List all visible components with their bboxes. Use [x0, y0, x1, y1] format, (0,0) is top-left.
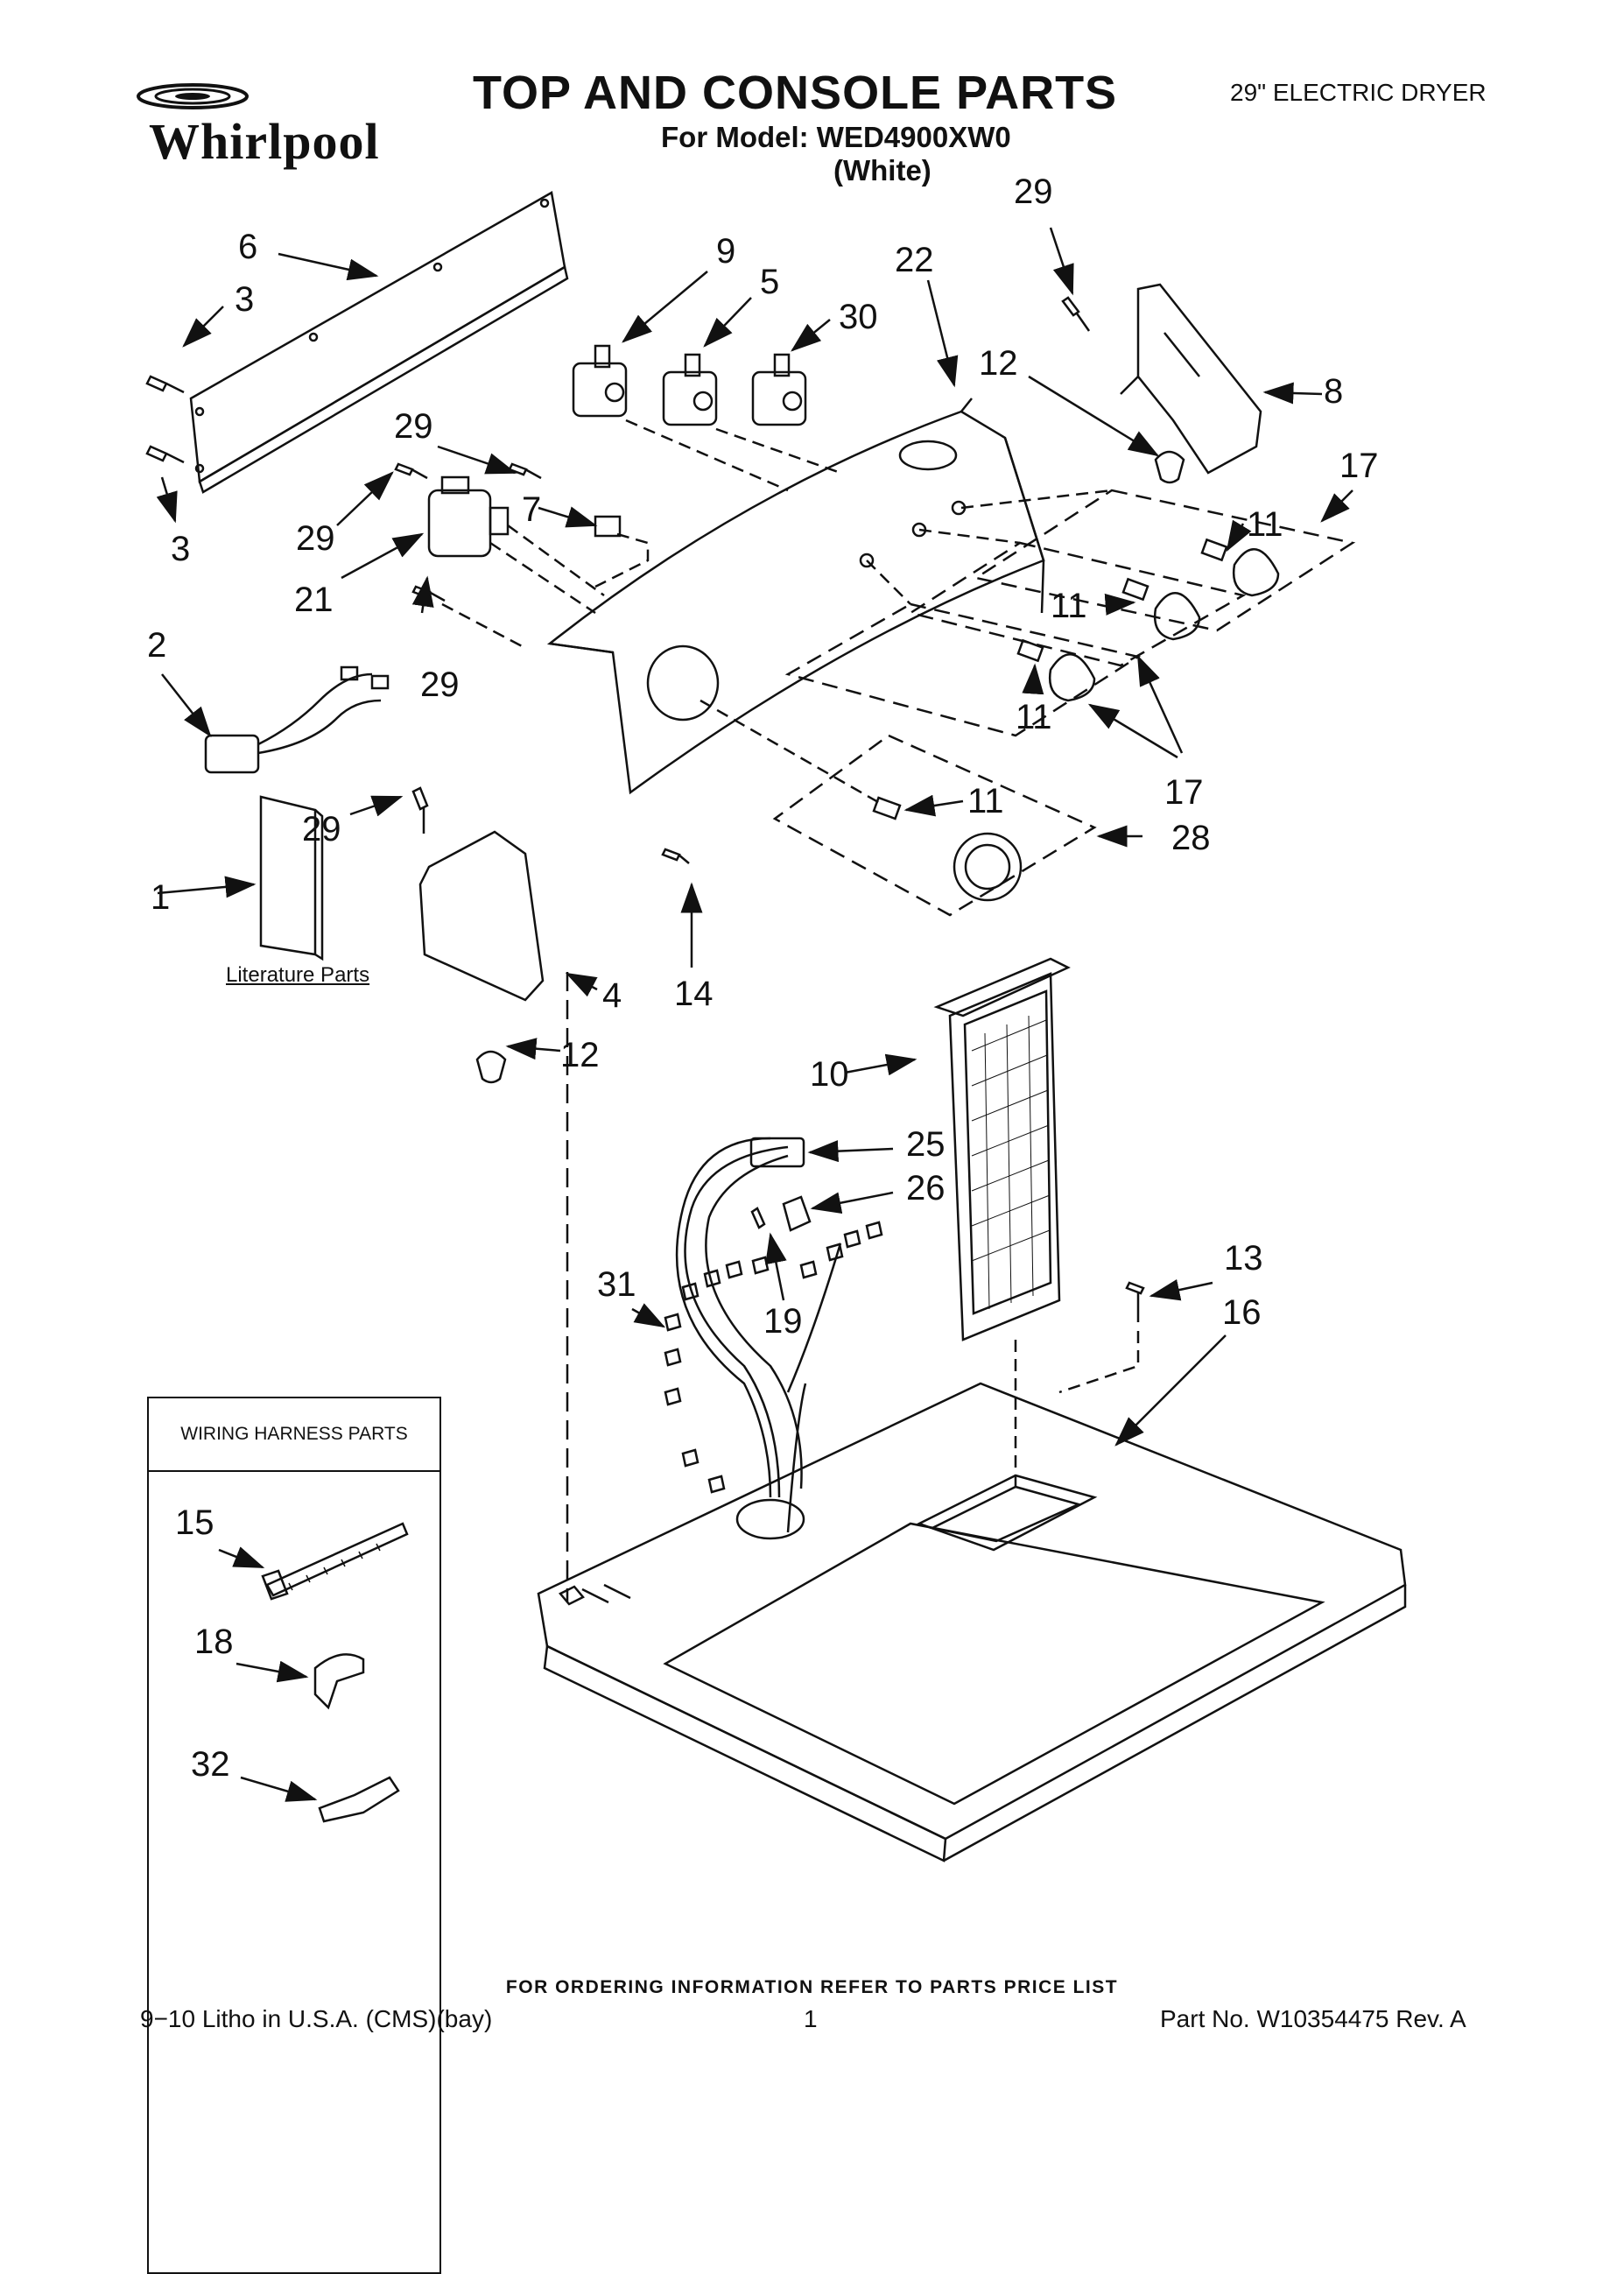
main-wire-harness	[675, 1137, 842, 1533]
litho-info: 9−10 Litho in U.S.A. (CMS)(bay)	[140, 2005, 493, 2032]
wiring-harness-title: WIRING HARNESS PARTS	[149, 1398, 439, 1472]
end-cap-4	[418, 830, 545, 1002]
page-title: TOP AND CONSOLE PARTS	[473, 67, 1118, 119]
callout-17b: 17	[1164, 773, 1204, 812]
callout-26: 26	[906, 1169, 946, 1207]
parts-diagram-page: Whirlpool TOP AND CONSOLE PARTS For Mode…	[123, 67, 1487, 2274]
callout-22: 22	[895, 241, 934, 279]
callout-31: 31	[597, 1265, 636, 1304]
callout-29c: 29	[296, 519, 335, 558]
bracket-8	[1136, 283, 1262, 475]
screw-icon	[145, 375, 185, 394]
callout-25: 25	[906, 1125, 946, 1164]
page-number: 1	[804, 2005, 818, 2032]
callout-29e: 29	[302, 810, 341, 848]
callout-9: 9	[716, 232, 735, 271]
wiring-harness-inset-parts	[261, 1522, 409, 1823]
knob-icon	[1153, 592, 1201, 641]
callout-7: 7	[522, 490, 541, 529]
callout-12: 12	[979, 344, 1018, 383]
callout-11c: 11	[1016, 698, 1052, 736]
console-panel	[546, 410, 1045, 795]
callout-29: 29	[1014, 172, 1053, 211]
callout-14: 14	[674, 975, 714, 1013]
leader-arrows	[156, 227, 1353, 1802]
brand-name: Whirlpool	[149, 113, 380, 170]
callout-5: 5	[760, 263, 779, 301]
swirl-logo-icon	[137, 83, 249, 109]
callout-28: 28	[1171, 819, 1211, 857]
callout-3b: 3	[171, 530, 190, 568]
knob-icon	[1232, 548, 1280, 597]
wiring-harness-box: WIRING HARNESS PARTS	[147, 1397, 441, 2274]
callout-8: 8	[1324, 372, 1343, 411]
literature-parts-label: Literature Parts	[226, 963, 370, 987]
knob-icon	[1048, 653, 1096, 702]
callout-15: 15	[175, 1503, 214, 1542]
lint-filter	[933, 957, 1071, 1017]
callout-11: 11	[1247, 505, 1283, 544]
callout-17: 17	[1339, 447, 1379, 485]
ordering-note: FOR ORDERING INFORMATION REFER TO PARTS …	[505, 1977, 1119, 1997]
color-line: (White)	[833, 154, 932, 187]
whirlpool-logo: Whirlpool	[123, 77, 385, 170]
callout-1: 1	[151, 878, 170, 917]
switch-9	[572, 344, 628, 418]
callout-29b: 29	[394, 407, 433, 446]
callout-32: 32	[191, 1745, 230, 1784]
switch-30	[751, 353, 807, 426]
cable-tie-icon	[265, 1522, 409, 1597]
callout-6: 6	[238, 228, 257, 266]
switch-5	[662, 353, 718, 426]
part-number: Part No. W10354475 Rev. A	[1160, 2005, 1466, 2032]
callout-16: 16	[1222, 1293, 1262, 1332]
callout-19: 19	[763, 1302, 803, 1341]
callout-21: 21	[294, 581, 334, 619]
callout-11d: 11	[967, 782, 1004, 820]
callout-numbers: 6 3 3 9 5 30 22 29 12 8 17 29 7 29 21 29…	[147, 172, 1379, 1341]
callout-4: 4	[602, 976, 622, 1015]
exploded-view-drawing: 6 3 3 9 5 30 22 29 12 8 17 29 7 29 21 29…	[145, 172, 1407, 1862]
terminal-icon	[318, 1776, 400, 1823]
clip-icon	[313, 1653, 365, 1710]
screw-icon	[145, 445, 185, 464]
dryer-top-panel	[537, 1382, 1407, 1841]
callout-30: 30	[839, 298, 878, 336]
callout-29d: 29	[420, 665, 460, 704]
callout-18: 18	[194, 1623, 234, 1661]
callout-2: 2	[147, 626, 166, 665]
callout-13: 13	[1224, 1239, 1263, 1278]
callout-11b: 11	[1051, 587, 1087, 625]
model-line: For Model: WED4900XW0	[661, 121, 1011, 153]
callout-12b: 12	[560, 1036, 600, 1074]
harness-2	[204, 665, 390, 774]
product-type: 29" ELECTRIC DRYER	[1230, 79, 1487, 106]
callout-10: 10	[810, 1055, 849, 1094]
timer-21	[427, 475, 510, 558]
callout-3: 3	[235, 280, 254, 319]
